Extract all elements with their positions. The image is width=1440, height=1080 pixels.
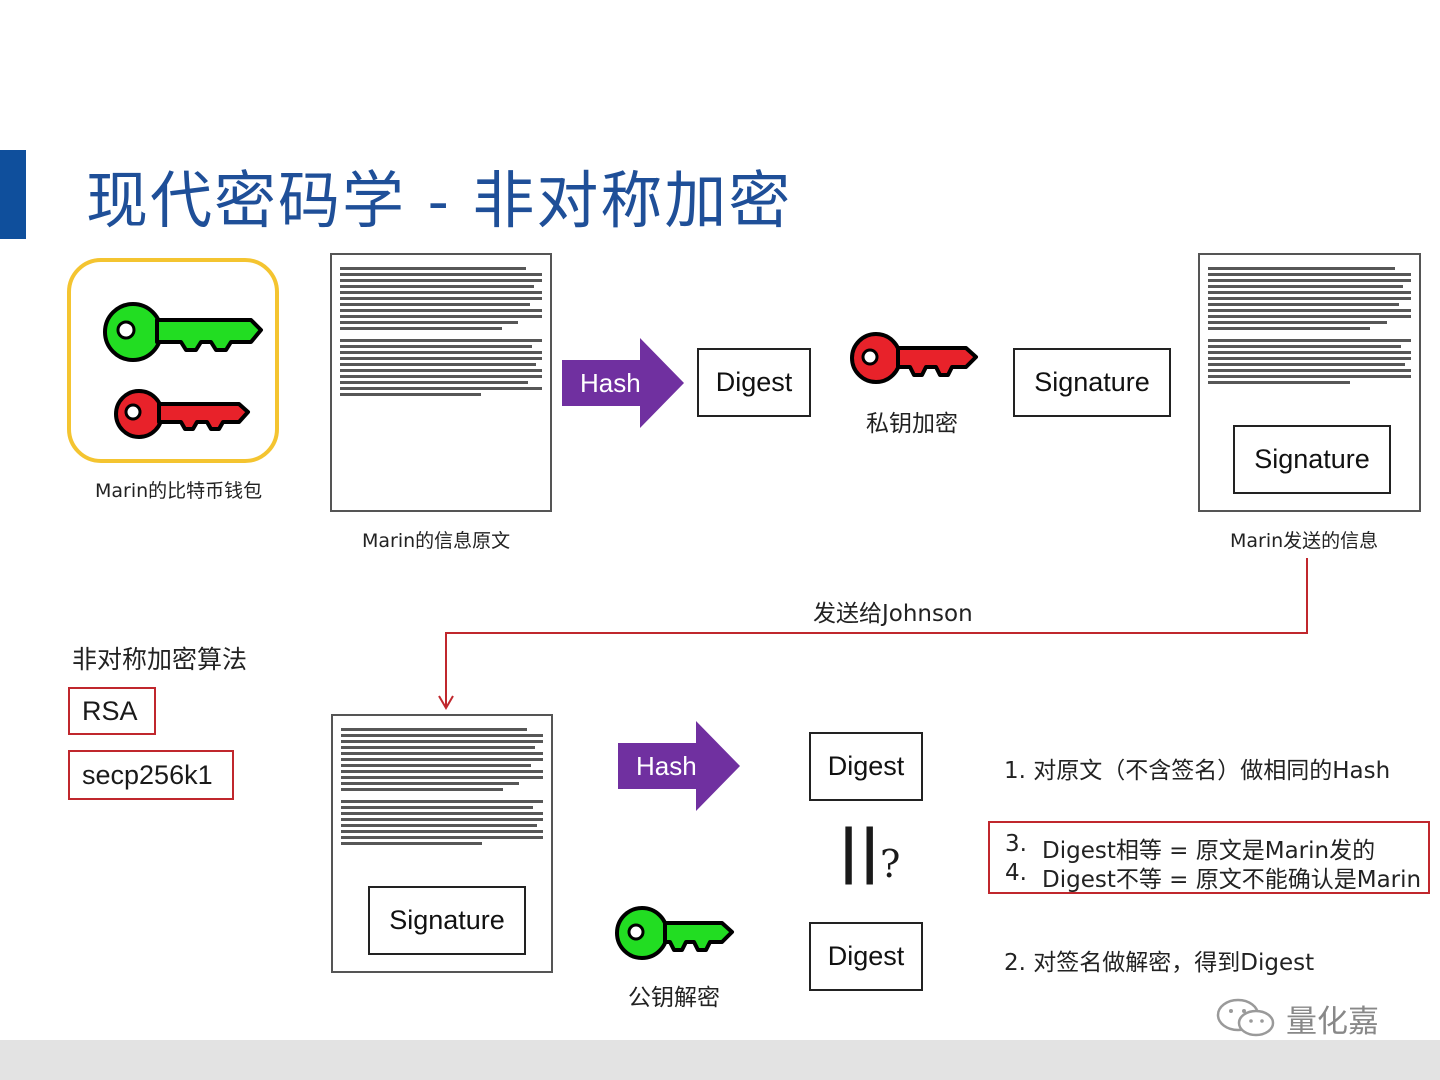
private-key-caption: 私钥加密 [866,411,958,437]
title-accent-bar [0,150,26,239]
send-label: 发送给Johnson [813,601,973,627]
bottom-digest-bottom-box: Digest [809,922,923,991]
send-connector-arrow [438,558,1308,710]
equality-symbol: || [838,817,881,885]
watermark-text: 量化嘉 [1286,1004,1379,1040]
public-key-caption: 公钥解密 [628,985,720,1011]
top-digest-box: Digest [697,348,811,417]
step-1-text: 1. 对原文（不含签名）做相同的Hash [1004,758,1391,784]
question-mark: ? [880,842,901,886]
public-key-icon [615,906,734,960]
sent-message-caption: Marin发送的信息 [1230,530,1379,552]
step-3-number: 3. [1005,831,1027,857]
sent-signature-box: Signature [1233,425,1391,494]
wallet-panel [67,258,279,463]
red-key-icon [114,389,250,439]
step-4-text: Digest不等 = 原文不能确认是Marin [1042,867,1422,893]
step-3-text: Digest相等 = 原文是Marin发的 [1042,838,1376,864]
green-key-icon [103,302,263,362]
top-hash-arrow: Hash [562,338,684,428]
private-key-icon [850,332,978,384]
step-4-number: 4. [1005,860,1027,886]
algorithms-heading: 非对称加密算法 [72,645,248,674]
sent-message-document: Signature [1198,253,1421,512]
wechat-icon [1216,998,1275,1037]
algorithm-rsa: RSA [68,687,156,735]
algorithm-secp256k1: secp256k1 [68,750,234,800]
top-hash-label: Hash [580,368,641,398]
received-signature-box: Signature [368,886,526,955]
step-2-text: 2. 对签名做解密，得到Digest [1004,950,1315,976]
bottom-digest-top-box: Digest [809,732,923,801]
original-message-document [330,253,552,512]
original-message-caption: Marin的信息原文 [362,530,511,552]
result-box: 3. Digest相等 = 原文是Marin发的 4. Digest不等 = 原… [988,821,1430,894]
wallet-keys-graphic [103,302,263,439]
bottom-hash-label: Hash [636,751,697,781]
top-signature-box: Signature [1013,348,1171,417]
page-title: 现代密码学 - 非对称加密 [86,164,793,237]
wallet-caption: Marin的比特币钱包 [95,480,263,502]
received-message-document: Signature [331,714,553,973]
bottom-strip [0,1040,1440,1080]
bottom-hash-arrow: Hash [618,721,740,811]
